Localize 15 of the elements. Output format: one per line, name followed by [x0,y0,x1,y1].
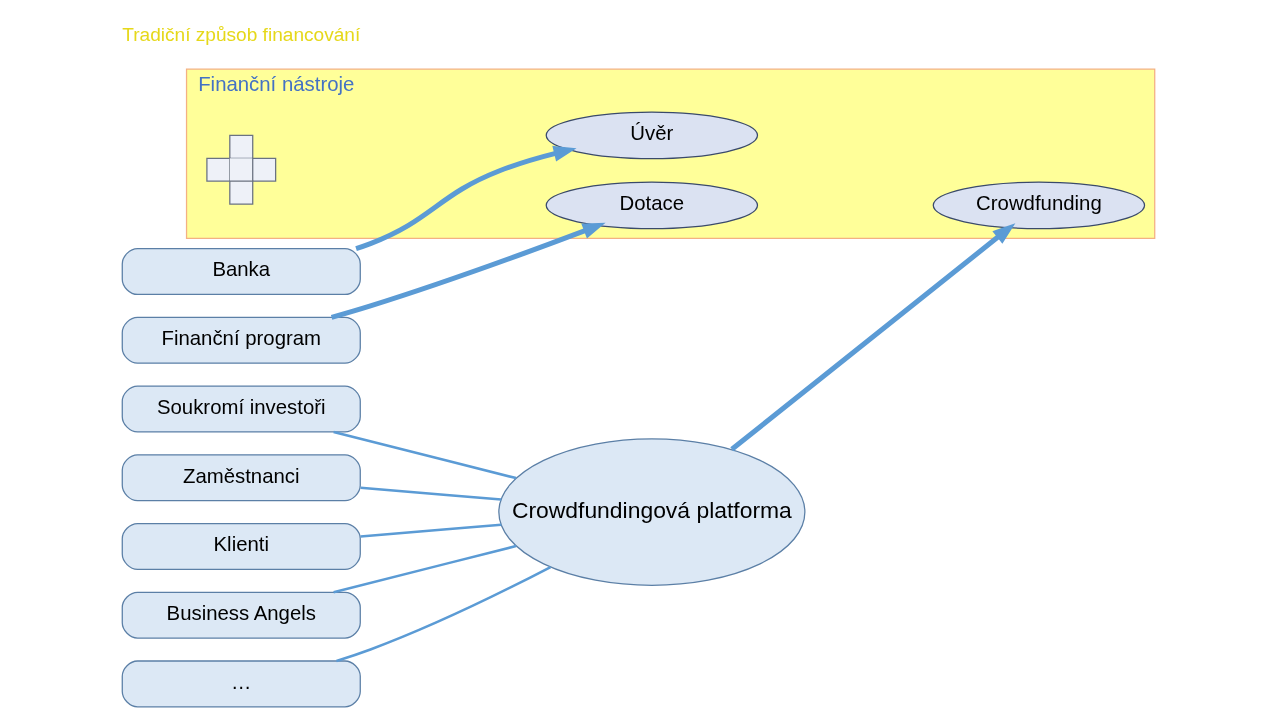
node-box: Banka [121,248,361,296]
node-box: Finanční program [121,316,361,364]
node-box: Business Angels [121,591,361,639]
label: Tradiční způsob financování [122,23,361,45]
node-ellipse: Crowdfunding [932,181,1146,230]
node-box: Soukromí investoři [121,385,361,433]
node-box: Klienti [121,522,361,570]
arrow [355,145,577,251]
node-ellipse: Dotace [545,181,759,230]
node-box: Zaměstnanci [121,454,361,502]
node-ellipse: Crowdfundingová platforma [498,438,806,586]
node-box: … [121,660,361,708]
connector [360,523,502,538]
arrow [730,223,1016,452]
connector [360,486,502,501]
